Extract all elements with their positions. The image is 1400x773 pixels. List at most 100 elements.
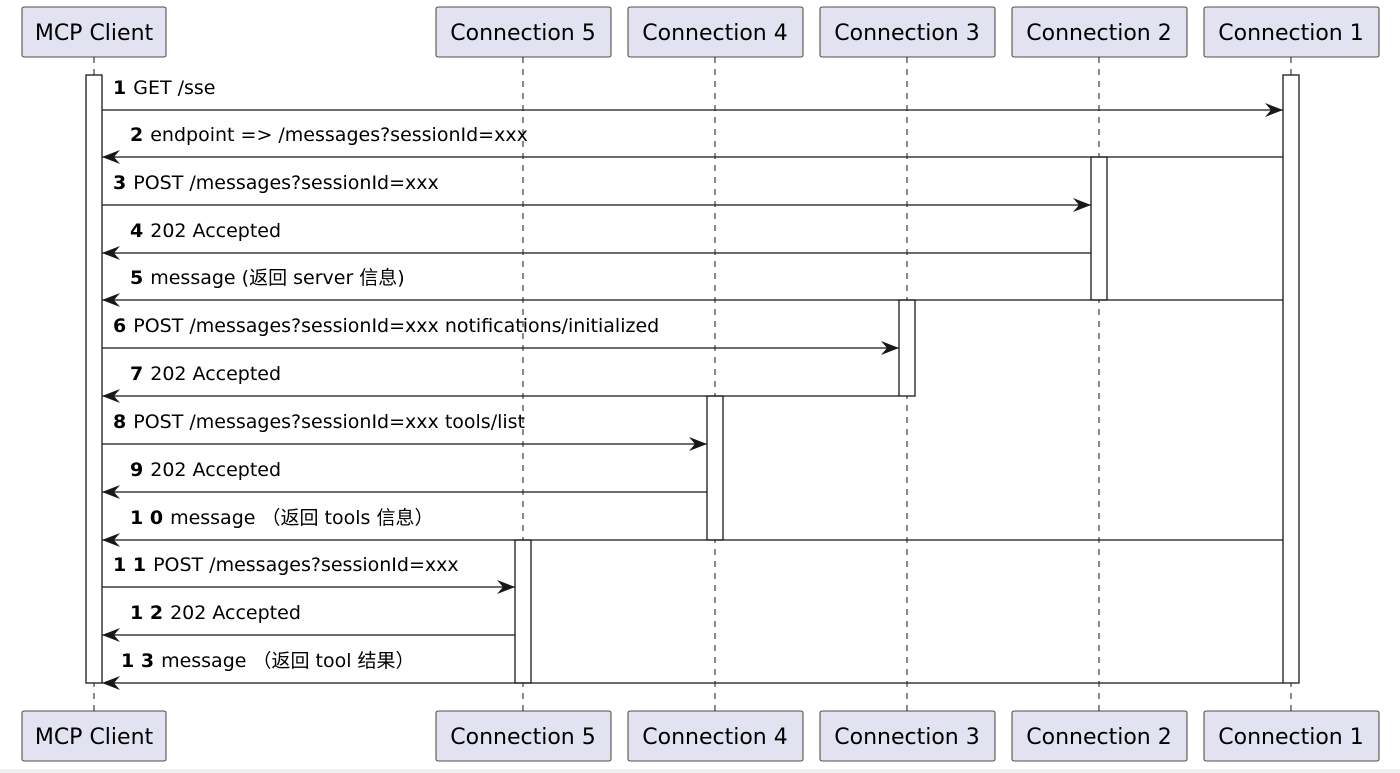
message-number: 1 3: [121, 650, 154, 672]
participant-box: [21, 6, 167, 58]
arrowhead-icon: [102, 389, 120, 403]
activation-bar-client: [85, 74, 103, 684]
message-3: 3 POST /messages?sessionId=xxx: [102, 172, 1091, 212]
message-label: 6 POST /messages?sessionId=xxx notificati…: [113, 315, 659, 337]
message-label: 1 0 message （返回 tools 信息）: [130, 507, 433, 529]
participant-box: [627, 6, 804, 58]
participant-bottom-c1: Connection 1: [1203, 710, 1380, 762]
message-8: 8 POST /messages?sessionId=xxx tools/list: [102, 411, 707, 451]
participant-name: Connection 2: [1026, 21, 1171, 46]
message-number: 6: [113, 315, 126, 337]
participant-bottom-c2: Connection 2: [1011, 710, 1188, 762]
participant-name: Connection 5: [450, 21, 595, 46]
message-1: 1 GET /sse: [102, 77, 1283, 117]
message-label: 2 endpoint => /messages?sessionId=xxx: [130, 124, 528, 146]
message-text: 202 Accepted: [170, 602, 301, 624]
activation-bar-c5: [514, 539, 532, 684]
message-number: 8: [113, 411, 126, 433]
participant-bottom-c5: Connection 5: [435, 710, 612, 762]
arrowhead-icon: [689, 437, 707, 451]
message-12: 1 2 202 Accepted: [102, 602, 515, 642]
message-11: 1 1 POST /messages?sessionId=xxx: [102, 554, 515, 594]
message-2: 2 endpoint => /messages?sessionId=xxx: [102, 124, 1283, 164]
message-number: 1 2: [130, 602, 163, 624]
participant-name: Connection 4: [642, 21, 787, 46]
message-10: 1 0 message （返回 tools 信息）: [102, 507, 1283, 547]
participant-top-c3: Connection 3: [819, 6, 996, 58]
message-label: 8 POST /messages?sessionId=xxx tools/list: [113, 411, 525, 433]
activation-bar-c2: [1090, 156, 1108, 301]
participant-top-client: MCP Client: [21, 6, 167, 58]
arrowhead-icon: [102, 485, 120, 499]
message-text: message （返回 tool 结果）: [161, 650, 415, 672]
participant-box: [435, 710, 612, 762]
message-number: 7: [130, 363, 143, 385]
message-13: 1 3 message （返回 tool 结果）: [102, 650, 1283, 690]
arrowhead-icon: [1073, 198, 1091, 212]
message-9: 9 202 Accepted: [102, 459, 707, 499]
message-label: 1 3 message （返回 tool 结果）: [121, 650, 415, 672]
participant-top-c1: Connection 1: [1203, 6, 1380, 58]
participant-box: [1011, 6, 1188, 58]
participant-box: [819, 6, 996, 58]
participant-top-c2: Connection 2: [1011, 6, 1188, 58]
message-number: 3: [113, 172, 126, 194]
message-number: 1 0: [130, 507, 163, 529]
message-text: message （返回 tools 信息）: [170, 507, 433, 529]
participant-name: Connection 5: [450, 725, 595, 750]
participant-bottom-c4: Connection 4: [627, 710, 804, 762]
message-number: 1 1: [113, 554, 146, 576]
message-number: 5: [130, 267, 143, 289]
participant-name: Connection 1: [1218, 725, 1363, 750]
message-number: 9: [130, 459, 143, 481]
message-text: message (返回 server 信息): [150, 267, 404, 289]
participant-name: MCP Client: [35, 725, 154, 750]
arrowhead-icon: [102, 246, 120, 260]
message-text: 202 Accepted: [150, 220, 281, 242]
message-label: 3 POST /messages?sessionId=xxx: [113, 172, 439, 194]
message-label: 5 message (返回 server 信息): [130, 267, 405, 289]
participant-top-c4: Connection 4: [627, 6, 804, 58]
arrowhead-icon: [1265, 103, 1283, 117]
message-label: 1 2 202 Accepted: [130, 602, 301, 624]
participant-name: Connection 4: [642, 725, 787, 750]
message-text: POST /messages?sessionId=xxx tools/list: [133, 411, 525, 433]
participant-box: [1011, 710, 1188, 762]
participant-box: [819, 710, 996, 762]
activation-bar-c3: [898, 299, 916, 397]
arrowhead-icon: [102, 150, 120, 164]
message-text: POST /messages?sessionId=xxx: [153, 554, 459, 576]
participant-name: Connection 2: [1026, 725, 1171, 750]
message-text: POST /messages?sessionId=xxx: [133, 172, 439, 194]
message-label: 7 202 Accepted: [130, 363, 281, 385]
message-5: 5 message (返回 server 信息): [102, 267, 1283, 307]
participant-top-c5: Connection 5: [435, 6, 612, 58]
arrowhead-icon: [102, 628, 120, 642]
message-label: 9 202 Accepted: [130, 459, 281, 481]
participant-name: Connection 3: [834, 725, 979, 750]
arrowhead-icon: [102, 676, 120, 690]
activation-bar-c1: [1282, 74, 1300, 684]
message-number: 2: [130, 124, 143, 146]
participant-bottom-c3: Connection 3: [819, 710, 996, 762]
message-number: 4: [130, 220, 143, 242]
participant-name: Connection 3: [834, 21, 979, 46]
message-label: 1 1 POST /messages?sessionId=xxx: [113, 554, 459, 576]
participant-box: [1203, 6, 1380, 58]
message-6: 6 POST /messages?sessionId=xxx notificati…: [102, 315, 899, 355]
message-4: 4 202 Accepted: [102, 220, 1091, 260]
message-text: 202 Accepted: [150, 459, 281, 481]
participant-name: MCP Client: [35, 21, 154, 46]
participant-name: Connection 1: [1218, 21, 1363, 46]
message-text: endpoint => /messages?sessionId=xxx: [150, 124, 528, 146]
message-label: 4 202 Accepted: [130, 220, 281, 242]
participant-box: [627, 710, 804, 762]
message-text: POST /messages?sessionId=xxx notificatio…: [133, 315, 659, 337]
message-number: 1: [113, 77, 126, 99]
message-text: GET /sse: [133, 77, 215, 99]
message-text: 202 Accepted: [150, 363, 281, 385]
activation-bar-c4: [706, 395, 724, 541]
participant-bottom-client: MCP Client: [21, 710, 167, 762]
arrowhead-icon: [881, 341, 899, 355]
